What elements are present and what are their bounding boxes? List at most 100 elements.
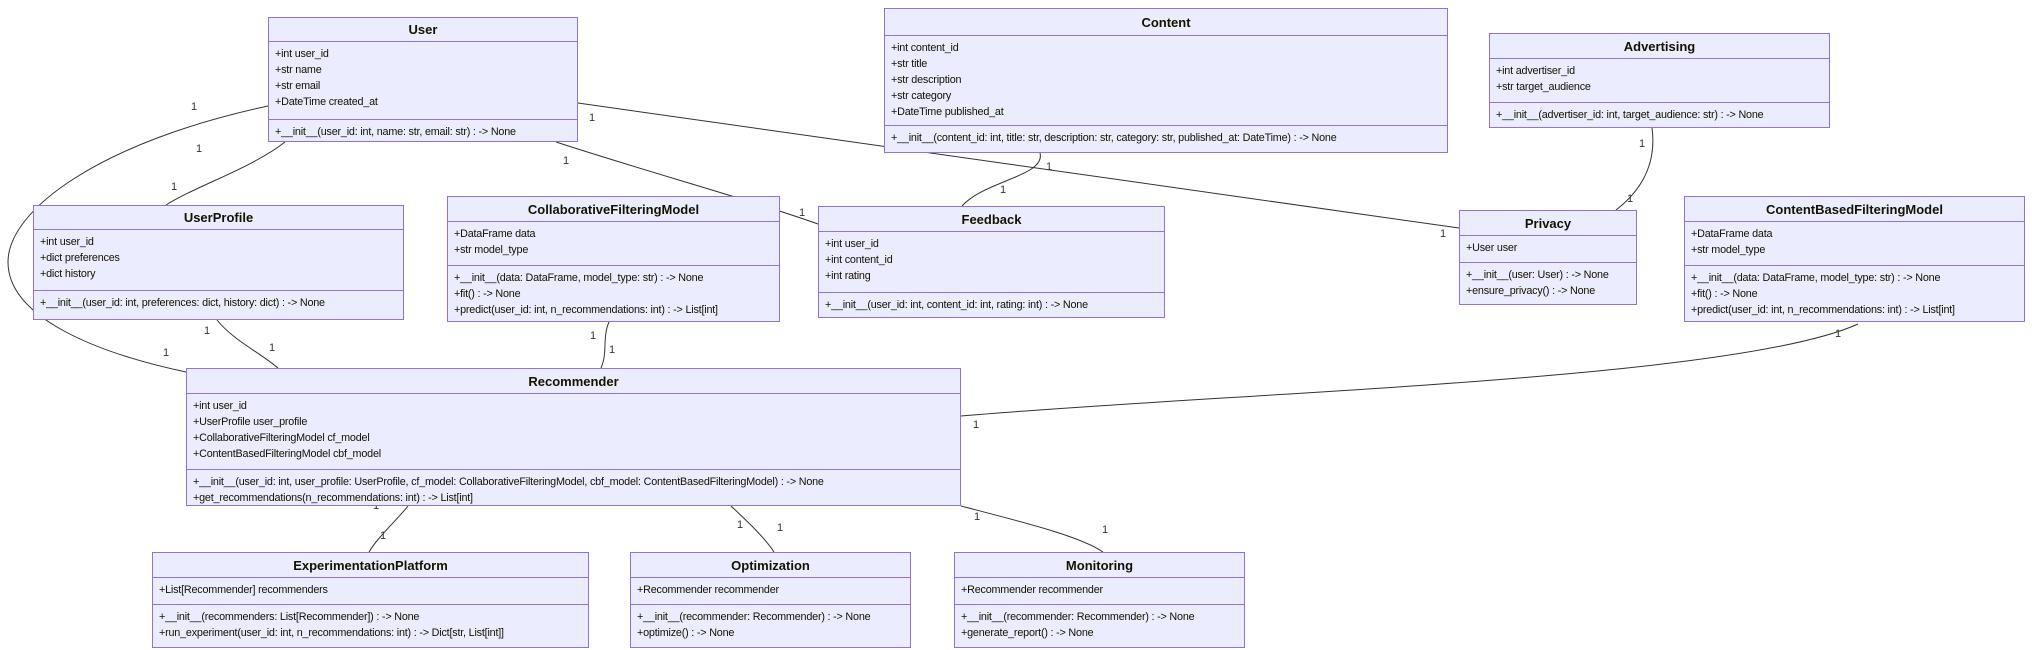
class-attribute: +int user_id xyxy=(193,400,247,412)
class-methods-section: +__init__(advertiser_id: int, target_aud… xyxy=(1490,102,1829,129)
class-method: +__init__(data: DataFrame, model_type: s… xyxy=(454,272,704,284)
class-method: +get_recommendations(n_recommendations: … xyxy=(193,492,473,504)
multiplicity-label: 1 xyxy=(973,419,979,431)
class-title: CollaborativeFilteringModel xyxy=(527,201,700,217)
multiplicity-label: 1 xyxy=(777,522,783,534)
class-attributes-section: +User user xyxy=(1460,235,1636,262)
class-attribute: +int user_id xyxy=(275,48,329,60)
class-attribute: +str model_type xyxy=(454,244,529,256)
class-box-Advertising: Advertising+int advertiser_id+str target… xyxy=(1489,33,1830,128)
class-attribute: +UserProfile user_profile xyxy=(193,416,308,428)
class-box-Monitoring: Monitoring +Recommender recommender +__ini… xyxy=(954,552,1245,648)
relationship-line xyxy=(730,505,775,553)
class-attribute: +dict history xyxy=(40,268,96,280)
class-title: Recommender xyxy=(528,373,619,389)
multiplicity-label: 1 xyxy=(204,325,210,337)
class-attribute: +int user_id xyxy=(40,236,94,248)
relationship-line xyxy=(368,505,409,553)
class-title: ContentBasedFilteringModel xyxy=(1766,201,1943,217)
class-methods-section: +__init__(user_id: int, user_profile: Us… xyxy=(187,469,960,507)
multiplicity-label: 1 xyxy=(373,500,379,512)
class-attributes-section: +List[Recommender] recommenders xyxy=(153,577,588,604)
class-methods-section: +__init__(recommenders: List[Recommender… xyxy=(153,604,588,649)
class-box-UserProfile: UserProfile+int user_id+dict preferences… xyxy=(33,205,404,320)
multiplicity-label: 1 xyxy=(1639,138,1645,150)
class-methods-section: +__init__(recommender: Recommender) : ->… xyxy=(955,604,1244,649)
multiplicity-label: 1 xyxy=(196,143,202,155)
class-attributes-section: +Recommender recommender xyxy=(955,577,1244,604)
class-attribute: +int user_id xyxy=(825,238,879,250)
class-method: +__init__(data: DataFrame, model_type: s… xyxy=(1691,272,1941,284)
class-method: +ensure_privacy() : -> None xyxy=(1466,285,1596,297)
class-attribute: +DataFrame data xyxy=(454,228,536,240)
class-methods-section: +__init__(content_id: int, title: str, d… xyxy=(885,125,1447,154)
class-box-ExperimentationPlatform: ExperimentationPlatform+List[Recommender… xyxy=(152,552,589,648)
class-attribute: +dict preferences xyxy=(40,252,120,264)
class-methods-section: +__init__(user_id: int, preferences: dic… xyxy=(34,290,403,321)
class-title: Privacy xyxy=(1524,215,1572,231)
relationship-line xyxy=(577,102,1460,229)
class-attribute: +User user xyxy=(1466,242,1518,254)
class-title: Content xyxy=(1141,14,1191,30)
multiplicity-label: 1 xyxy=(1000,184,1006,196)
class-attribute: +List[Recommender] recommenders xyxy=(159,584,328,596)
relationship-line xyxy=(165,141,286,206)
class-method: +__init__(user_id: int, user_profile: Us… xyxy=(193,476,824,488)
class-attribute: +Recommender recommender xyxy=(637,584,779,596)
class-methods-section: +__init__(data: DataFrame, model_type: s… xyxy=(448,265,779,323)
class-box-Content: Content +int content_id +str title +str des… xyxy=(884,8,1448,153)
multiplicity-label: 1 xyxy=(191,101,197,113)
relationship-line xyxy=(600,321,610,369)
class-box-Feedback: Feedback+int user_id+int content_id+int … xyxy=(818,206,1165,318)
multiplicity-label: 1 xyxy=(609,344,615,356)
class-attribute: +DataFrame data xyxy=(1691,228,1773,240)
relationship-line xyxy=(216,319,279,369)
class-method: +run_experiment(user_id: int, n_recommen… xyxy=(159,627,504,639)
class-title: User xyxy=(408,22,438,37)
multiplicity-label: 1 xyxy=(380,530,386,542)
class-attribute: +Recommender recommender xyxy=(961,584,1103,596)
class-box-Optimization: Optimization+Recommender recommender+__i… xyxy=(630,552,911,648)
class-box-Recommender: Recommender +int user_id +UserProfile user… xyxy=(186,368,961,506)
class-title: Monitoring xyxy=(1065,557,1134,573)
relationship-line xyxy=(961,152,1041,207)
class-attribute: +str title xyxy=(891,58,928,70)
class-title: Feedback xyxy=(961,211,1022,227)
multiplicity-label: 1 xyxy=(799,207,805,219)
class-method: +fit() : -> None xyxy=(1691,288,1758,300)
multiplicity-label: 1 xyxy=(563,155,569,167)
class-methods-section: +__init__(user_id: int, content_id: int,… xyxy=(819,292,1164,319)
class-method: +predict(user_id: int, n_recommendations… xyxy=(1691,304,1955,316)
class-title: Optimization xyxy=(731,557,810,573)
class-method: +predict(user_id: int, n_recommendations… xyxy=(454,304,718,316)
class-attribute: +str model_type xyxy=(1691,244,1766,256)
class-attributes-section: +DataFrame data +str model_type xyxy=(1685,221,2024,265)
relationship-line xyxy=(960,323,1859,417)
class-attribute: +DateTime published_at xyxy=(891,106,1004,118)
class-attribute: +str name xyxy=(275,64,322,76)
class-method: +optimize() : -> None xyxy=(637,627,735,639)
class-attributes-section: +int user_id +dict preferences +dict histo… xyxy=(34,229,403,290)
multiplicity-label: 1 xyxy=(1102,524,1108,536)
multiplicity-label: 1 xyxy=(163,347,169,359)
class-method: +__init__(advertiser_id: int, target_aud… xyxy=(1496,109,1764,121)
class-box-ContentBasedFilteringModel: ContentBasedFilteringModel +DataFrame dat… xyxy=(1684,196,2025,322)
class-method: +__init__(user_id: int, content_id: int,… xyxy=(825,299,1088,311)
class-attribute: +int content_id xyxy=(891,42,959,54)
class-attributes-section: +int user_id+str name+str email+DateTime… xyxy=(269,41,577,119)
class-method: +fit() : -> None xyxy=(454,288,521,300)
multiplicity-label: 1 xyxy=(1835,328,1841,340)
class-box-Privacy: Privacy +User user +__init__(user: User) :… xyxy=(1459,210,1637,305)
class-method: +__init__(user_id: int, preferences: dic… xyxy=(40,297,325,309)
relationship-line xyxy=(960,505,1104,553)
class-box-CollaborativeFilteringModel: CollaborativeFilteringModel +DataFrame da… xyxy=(447,196,780,322)
class-attribute: +str description xyxy=(891,74,962,86)
class-attributes-section: +int content_id +str title +str descriptio… xyxy=(885,35,1447,125)
multiplicity-label: 1 xyxy=(171,181,177,193)
class-method: +__init__(recommenders: List[Recommender… xyxy=(159,611,420,623)
class-methods-section: +__init__(user: User) : -> None+ensure_p… xyxy=(1460,262,1636,306)
class-methods-section: +__init__(data: DataFrame, model_type: s… xyxy=(1685,265,2024,323)
class-methods-section: +__init__(user_id: int, name: str, email… xyxy=(269,119,577,143)
relationship-line xyxy=(555,141,819,225)
